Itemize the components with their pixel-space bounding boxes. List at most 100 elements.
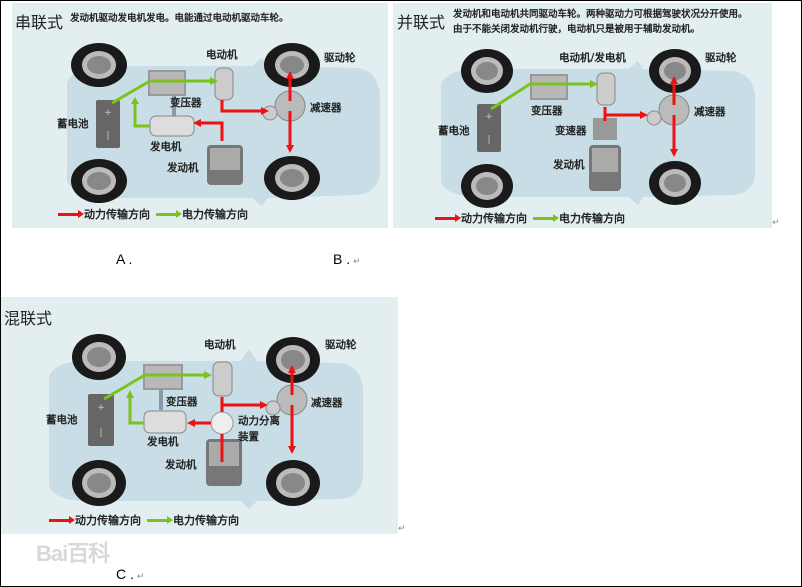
svg-text:+: + [104,108,112,118]
label-generator: 发电机 [150,141,182,153]
wheel-rear-left [72,460,126,506]
power-arrow-icon [435,213,461,222]
motor-generator [596,72,616,106]
wheel-rear-right [649,161,701,205]
wheel-front-right [649,49,701,93]
power-flow-arrowhead [261,107,269,115]
electric-flow-arrowhead [131,97,139,104]
engine [589,145,621,191]
label-drive-wheel: 驱动轮 [325,339,357,351]
label-battery: 蓄电池 [57,118,89,130]
label-generator: 发电机 [147,436,179,448]
engine [206,439,242,486]
svg-text:+: + [485,112,493,122]
svg-text:|: | [487,135,490,145]
battery: +| [88,394,114,446]
diagram-series-parallel: +| 混联式 电动机 驱动轮 变压器 减速器 蓄电池 动力分离 装置 发电机 发… [1,297,398,534]
generator [143,410,187,434]
parallel-description-line2: 由于不能关闭发动机行驶，电动机只是被用于辅助发动机。 [453,24,701,35]
label-reducer: 减速器 [694,106,726,118]
wheel-rear-left [461,164,513,208]
electric-flow-battery-motor [103,373,205,401]
diagram-parallel: +| 并联式 发动机和电动机共同驱动车轮。两种驱动力可根据驾驶状况分开使用。 由… [393,3,772,228]
power-flow-arrowhead [193,119,201,127]
choice-a-label: A . [116,251,133,267]
wheel-front-right [264,43,320,87]
wheel-front-left [461,49,513,93]
label-motor: 电动机 [204,339,236,351]
label-engine: 发动机 [553,159,585,171]
paragraph-mark: ↵ [353,256,361,266]
transmission [593,118,617,140]
electric-flow-battery-motor [490,82,591,111]
legend: 动力传输方向 电力传输方向 [435,210,625,226]
power-arrow-icon [58,209,84,218]
power-flow-arrowhead [670,76,678,84]
wheel-front-right [266,337,320,383]
legend-electric-label: 电力传输方向 [182,208,248,221]
series-parallel-diagram-art: +| [49,334,363,509]
wheel-rear-right [266,460,320,506]
series-title: 串联式 [15,13,64,32]
label-engine: 发动机 [167,162,199,174]
power-flow-arrowhead [260,401,268,409]
engine [207,145,243,185]
label-reducer: 减速器 [311,397,343,409]
legend-electric-label: 电力传输方向 [173,514,239,527]
electric-flow-arrowhead [204,371,212,379]
electric-flow-generator [133,103,150,128]
paragraph-mark: ↵ [136,571,145,581]
wheel-front-left [71,43,127,87]
choice-c-label: C . [116,566,134,582]
wheel-rear-right [264,156,320,200]
label-transformer: 变压器 [531,105,563,117]
transformer [530,74,568,100]
label-power-split-1: 动力分离 [238,415,280,427]
label-transformer: 变压器 [170,97,202,109]
power-flow-arrowhead [187,419,195,427]
motor [212,361,233,397]
electric-flow-generator [128,397,144,425]
legend-power-label: 动力传输方向 [461,212,527,225]
choice-a: A . [116,251,132,267]
electric-flow-arrowhead [210,77,218,85]
legend-power-label: 动力传输方向 [75,514,141,527]
wheel-rear-left [71,159,127,203]
power-flow-motor-reducer [220,100,262,113]
legend-power-label: 动力传输方向 [84,208,150,221]
choice-c: C .↵ [116,566,144,582]
label-battery: 蓄电池 [46,414,78,426]
label-reducer: 减速器 [310,102,342,114]
legend: 动力传输方向 电力传输方向 [49,512,239,528]
legend-electric-label: 电力传输方向 [559,212,625,225]
paragraph-mark: ↵ [398,524,406,534]
battery: +| [477,104,501,152]
motor [214,67,234,101]
electric-arrow-icon [533,213,559,222]
parallel-description-line1: 发动机和电动机共同驱动车轮。两种驱动力可根据驾驶状况分开使用。 [453,9,748,20]
power-flow-engine-generator [200,121,224,141]
series-description: 发动机驱动发电机发电。电能通过电动机驱动车轮。 [70,13,289,24]
label-motor-generator: 电动机/发电机 [559,52,626,64]
svg-text:|: | [106,131,109,141]
generator [149,115,195,137]
series-parallel-title: 混联式 [4,309,53,328]
label-drive-wheel: 驱动轮 [705,52,737,64]
svg-text:+: + [97,403,105,413]
wheel-front-left [72,334,126,380]
label-battery: 蓄电池 [438,125,470,137]
reducer [262,90,306,122]
parallel-title: 并联式 [397,13,446,32]
power-flow-arrowhead [286,145,294,153]
choice-b: B .↵ [333,251,361,267]
power-flow-arrowhead [670,149,678,157]
electric-flow-battery-motor [111,79,210,105]
label-transmission: 变速器 [555,125,587,137]
label-transformer: 变压器 [166,396,198,408]
power-split-device [210,411,234,435]
label-engine: 发动机 [165,459,197,471]
series-diagram-art: +| [67,43,380,206]
power-flow-arrowhead [640,111,648,119]
svg-text:|: | [99,428,102,438]
parallel-diagram-art: +| [441,49,755,208]
